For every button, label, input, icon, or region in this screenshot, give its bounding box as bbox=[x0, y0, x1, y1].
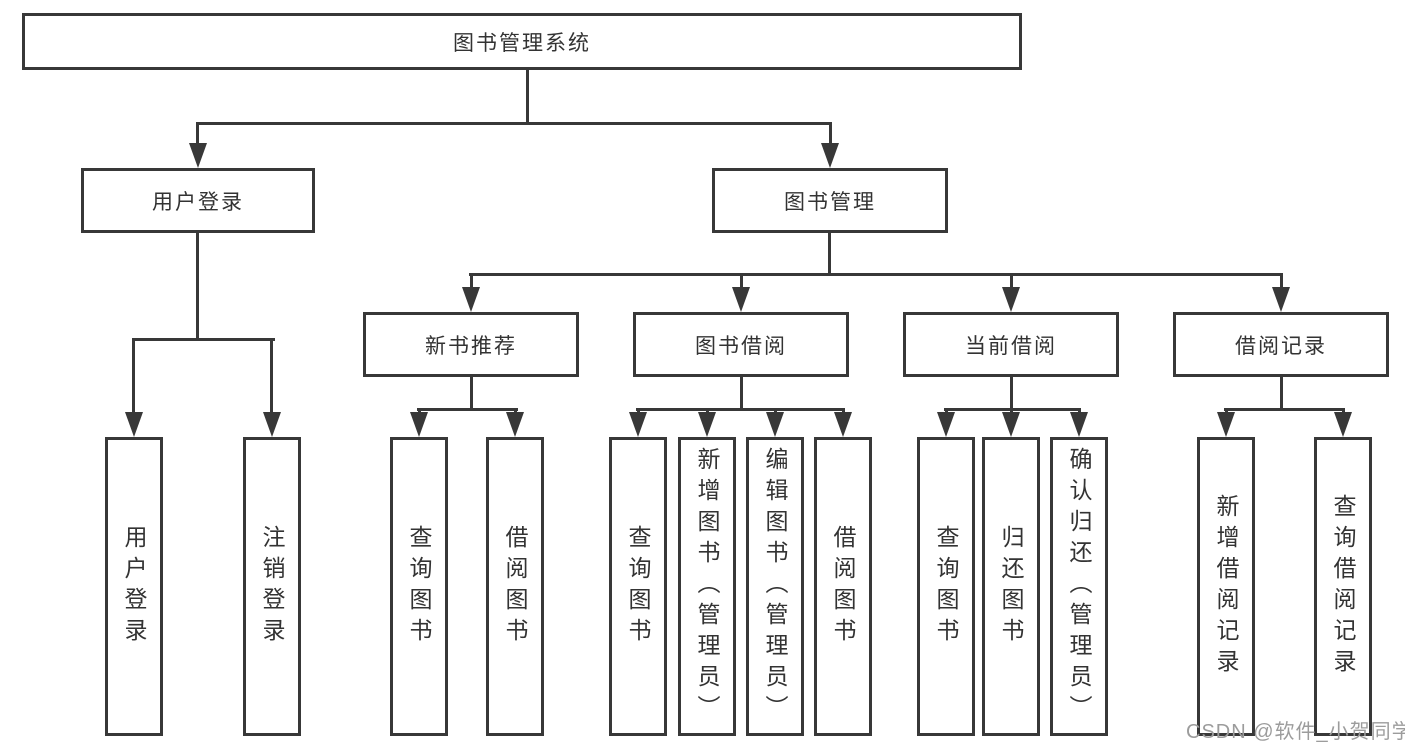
connector-hline bbox=[1224, 408, 1345, 411]
arrow-down-icon bbox=[125, 412, 143, 437]
leaf-user-login: 用户登录 bbox=[105, 437, 163, 736]
leaf-borrow-books-recommend: 借阅图书 bbox=[486, 437, 544, 736]
connector-vline bbox=[270, 338, 273, 412]
connector-hline bbox=[196, 122, 832, 125]
leaf-query-books-recommend: 查询图书 bbox=[390, 437, 448, 736]
connector-vline bbox=[196, 122, 199, 145]
arrow-down-icon bbox=[189, 143, 207, 168]
connector-vline bbox=[526, 68, 529, 125]
arrow-down-icon bbox=[1334, 412, 1352, 437]
connector-vline bbox=[740, 273, 743, 289]
arrow-down-icon bbox=[1002, 287, 1020, 312]
leaf-query-books-current: 查询图书 bbox=[917, 437, 975, 736]
leaf-return-books: 归还图书 bbox=[982, 437, 1040, 736]
arrow-down-icon bbox=[629, 412, 647, 437]
connector-vline bbox=[470, 377, 473, 411]
node-new-book-recommendation: 新书推荐 bbox=[363, 312, 579, 377]
connector-vline bbox=[1010, 273, 1013, 289]
connector-hline bbox=[636, 408, 845, 411]
leaf-logout: 注销登录 bbox=[243, 437, 301, 736]
node-borrowing-records: 借阅记录 bbox=[1173, 312, 1389, 377]
connector-vline bbox=[1280, 273, 1283, 289]
connector-vline bbox=[828, 233, 831, 276]
node-book-management: 图书管理 bbox=[712, 168, 948, 233]
arrow-down-icon bbox=[410, 412, 428, 437]
arrow-down-icon bbox=[1272, 287, 1290, 312]
connector-hline bbox=[469, 273, 1283, 276]
arrow-down-icon bbox=[1002, 412, 1020, 437]
arrow-down-icon bbox=[937, 412, 955, 437]
leaf-borrow-books-borrowing: 借阅图书 bbox=[814, 437, 872, 736]
connector-vline bbox=[196, 233, 199, 341]
arrow-down-icon bbox=[1217, 412, 1235, 437]
arrow-down-icon bbox=[1070, 412, 1088, 437]
arrow-down-icon bbox=[506, 412, 524, 437]
connector-vline bbox=[740, 377, 743, 411]
leaf-add-book-admin: 新增图书（管理员） bbox=[678, 437, 736, 736]
arrow-down-icon bbox=[766, 412, 784, 437]
connector-vline bbox=[829, 122, 832, 145]
connector-hline bbox=[417, 408, 518, 411]
node-user-login: 用户登录 bbox=[81, 168, 315, 233]
leaf-query-borrow-record: 查询借阅记录 bbox=[1314, 437, 1372, 736]
arrow-down-icon bbox=[732, 287, 750, 312]
watermark: CSDN @软件_小贺同学 bbox=[1186, 721, 1405, 743]
node-current-borrowing: 当前借阅 bbox=[903, 312, 1119, 377]
arrow-down-icon bbox=[263, 412, 281, 437]
connector-vline bbox=[1280, 377, 1283, 411]
connector-hline bbox=[132, 338, 275, 341]
connector-vline bbox=[470, 273, 473, 289]
leaf-add-borrow-record: 新增借阅记录 bbox=[1197, 437, 1255, 736]
connector-vline bbox=[1010, 377, 1013, 411]
arrow-down-icon bbox=[821, 143, 839, 168]
arrow-down-icon bbox=[834, 412, 852, 437]
node-book-borrowing: 图书借阅 bbox=[633, 312, 849, 377]
connector-vline bbox=[132, 338, 135, 412]
arrow-down-icon bbox=[698, 412, 716, 437]
arrow-down-icon bbox=[462, 287, 480, 312]
leaf-confirm-return-admin: 确认归还（管理员） bbox=[1050, 437, 1108, 736]
leaf-query-books-borrowing: 查询图书 bbox=[609, 437, 667, 736]
node-library-management-system: 图书管理系统 bbox=[22, 13, 1022, 70]
leaf-edit-book-admin: 编辑图书（管理员） bbox=[746, 437, 804, 736]
